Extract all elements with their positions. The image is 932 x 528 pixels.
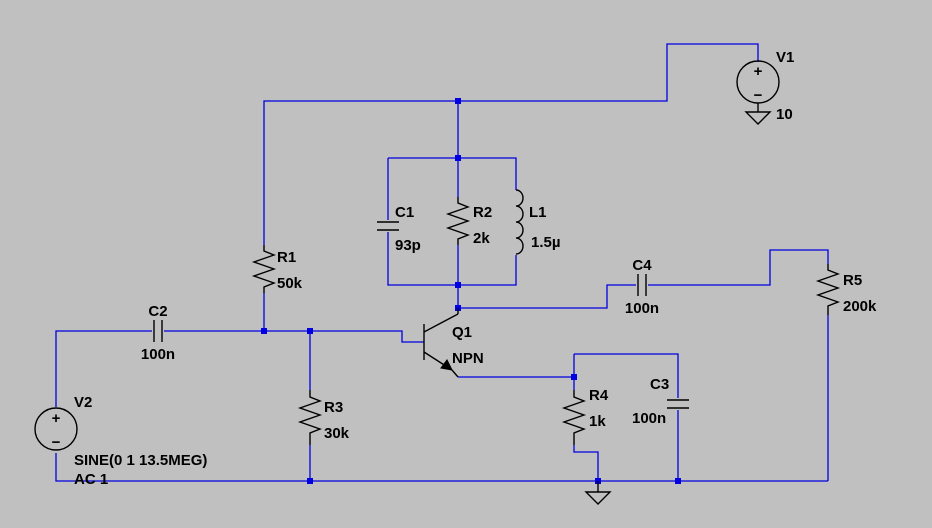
junction-dot	[261, 328, 267, 334]
q1-value: NPN	[452, 350, 484, 367]
l1-ref: L1	[529, 204, 547, 221]
c2-ref: C2	[148, 303, 167, 320]
r2-resistor[interactable]	[445, 197, 471, 245]
wire-v2-to-c2	[55, 330, 152, 407]
wire-v1-supply	[263, 43, 759, 245]
c4-capacitor[interactable]	[637, 274, 647, 296]
l1-inductor[interactable]	[515, 189, 524, 255]
r3-resistor[interactable]	[297, 390, 323, 445]
c3-value: 100n	[632, 410, 666, 427]
junction-dot	[675, 478, 681, 484]
v2-value-line1: SINE(0 1 13.5MEG)	[74, 452, 207, 469]
wire-c3-top	[574, 353, 679, 398]
r2-ref: R2	[473, 204, 492, 221]
c4-value: 100n	[625, 300, 659, 317]
plus-icon: +	[754, 63, 763, 80]
v1-voltage-source[interactable]: + −	[736, 60, 780, 112]
q1-ref: Q1	[452, 324, 472, 341]
r4-resistor[interactable]	[561, 390, 587, 445]
r5-resistor[interactable]	[815, 264, 841, 315]
c2-capacitor[interactable]	[153, 320, 163, 342]
r2-value: 2k	[473, 230, 490, 247]
r5-value: 200k	[843, 298, 877, 315]
v1-value: 10	[776, 106, 793, 123]
r1-value: 50k	[277, 275, 303, 292]
v2-ref: V2	[74, 394, 92, 411]
c1-value: 93p	[395, 237, 421, 254]
r3-ref: R3	[324, 399, 343, 416]
wire-tank-bottom	[387, 232, 517, 286]
r3-value: 30k	[324, 425, 350, 442]
wire-collector-to-c4	[458, 284, 636, 309]
wire-c4-to-r5	[648, 249, 829, 286]
wires	[55, 43, 829, 482]
wire-r4-bottom	[573, 445, 599, 481]
wire-tank-top	[388, 157, 517, 190]
plus-icon: +	[52, 410, 61, 427]
wire-base	[310, 330, 424, 343]
v2-value-line2: AC 1	[74, 471, 108, 488]
q1-transistor[interactable]	[423, 308, 459, 378]
junction-dot	[307, 328, 313, 334]
ground-icon	[584, 491, 612, 505]
junction-dot	[455, 282, 461, 288]
r1-ref: R1	[277, 249, 296, 266]
junction-dot	[307, 478, 313, 484]
r4-value: 1k	[589, 413, 606, 430]
ground-icon	[744, 111, 772, 125]
emitter-arrow-icon	[440, 359, 453, 371]
wire-ground-rail	[55, 453, 828, 482]
c4-ref: C4	[632, 257, 652, 274]
minus-icon: −	[52, 434, 61, 451]
junction-dot	[571, 374, 577, 380]
r5-ref: R5	[843, 272, 862, 289]
c1-ref: C1	[395, 204, 414, 221]
v2-voltage-source[interactable]: + −	[34, 407, 78, 451]
r1-resistor[interactable]	[251, 245, 277, 293]
junction-dot	[455, 98, 461, 104]
junction-dot	[455, 155, 461, 161]
minus-icon: −	[754, 87, 763, 104]
c3-capacitor[interactable]	[667, 399, 689, 409]
c3-ref: C3	[650, 376, 669, 393]
v1-ref: V1	[776, 49, 794, 66]
c2-value: 100n	[141, 346, 175, 363]
r4-ref: R4	[589, 387, 609, 404]
l1-value: 1.5µ	[531, 234, 561, 251]
wire-c2-to-r3	[164, 330, 311, 390]
c1-capacitor[interactable]	[377, 221, 399, 231]
